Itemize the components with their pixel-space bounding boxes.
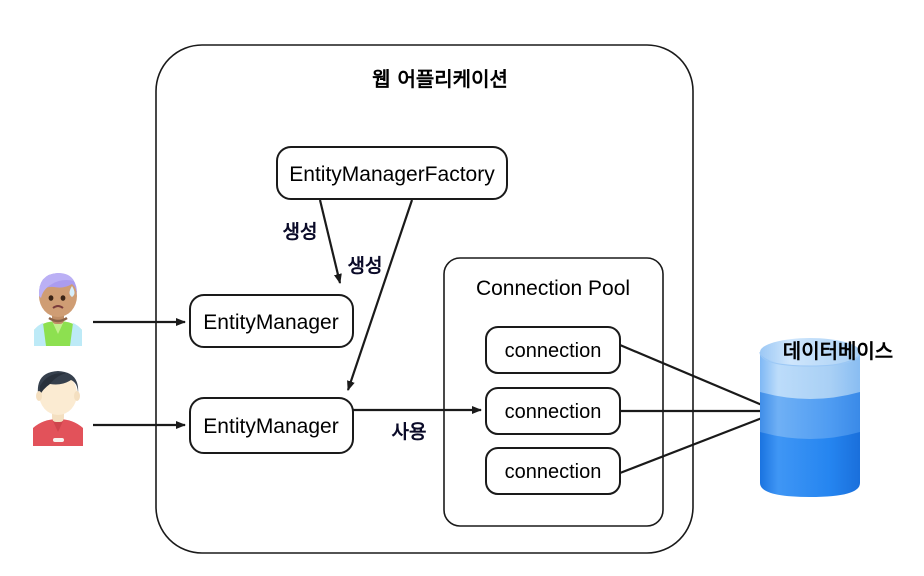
create-arrow-1 xyxy=(318,199,342,284)
connection-label-1: connection xyxy=(505,340,602,362)
connection-pool-title: Connection Pool xyxy=(476,277,630,300)
avatar-user-calm xyxy=(28,364,88,446)
connection3-to-database-line xyxy=(619,416,763,475)
entity-manager-label-2: EntityManager xyxy=(203,415,338,438)
avatar-user-worried xyxy=(28,268,88,346)
connection-label-2: connection xyxy=(505,401,602,423)
web-application-title: 웹 어플리케이션 xyxy=(372,67,508,91)
create-label-1: 생성 xyxy=(283,221,318,243)
use-label: 사용 xyxy=(392,421,427,443)
entity-manager-box-1[interactable] xyxy=(189,294,354,348)
connection1-to-database-line xyxy=(619,343,763,407)
entity-manager-factory-label: EntityManagerFactory xyxy=(289,163,495,186)
avatar-user-worried-svg xyxy=(28,268,88,346)
connection-pool-container xyxy=(443,257,664,527)
database-label: 데이터베이스 xyxy=(783,339,893,363)
connection-label-3: connection xyxy=(505,461,602,483)
web-application-container xyxy=(155,44,694,554)
entity-manager-box-2[interactable] xyxy=(189,397,354,454)
database-cylinder xyxy=(759,338,861,497)
connection-box-3[interactable] xyxy=(485,447,621,495)
create-arrow-2 xyxy=(346,199,414,391)
entity-manager-factory-box[interactable] xyxy=(276,146,508,200)
create-label-2: 생성 xyxy=(348,255,383,277)
avatar-user-calm-svg xyxy=(28,364,88,446)
entity-manager-label-1: EntityManager xyxy=(203,311,338,334)
connection-box-1[interactable] xyxy=(485,326,621,374)
